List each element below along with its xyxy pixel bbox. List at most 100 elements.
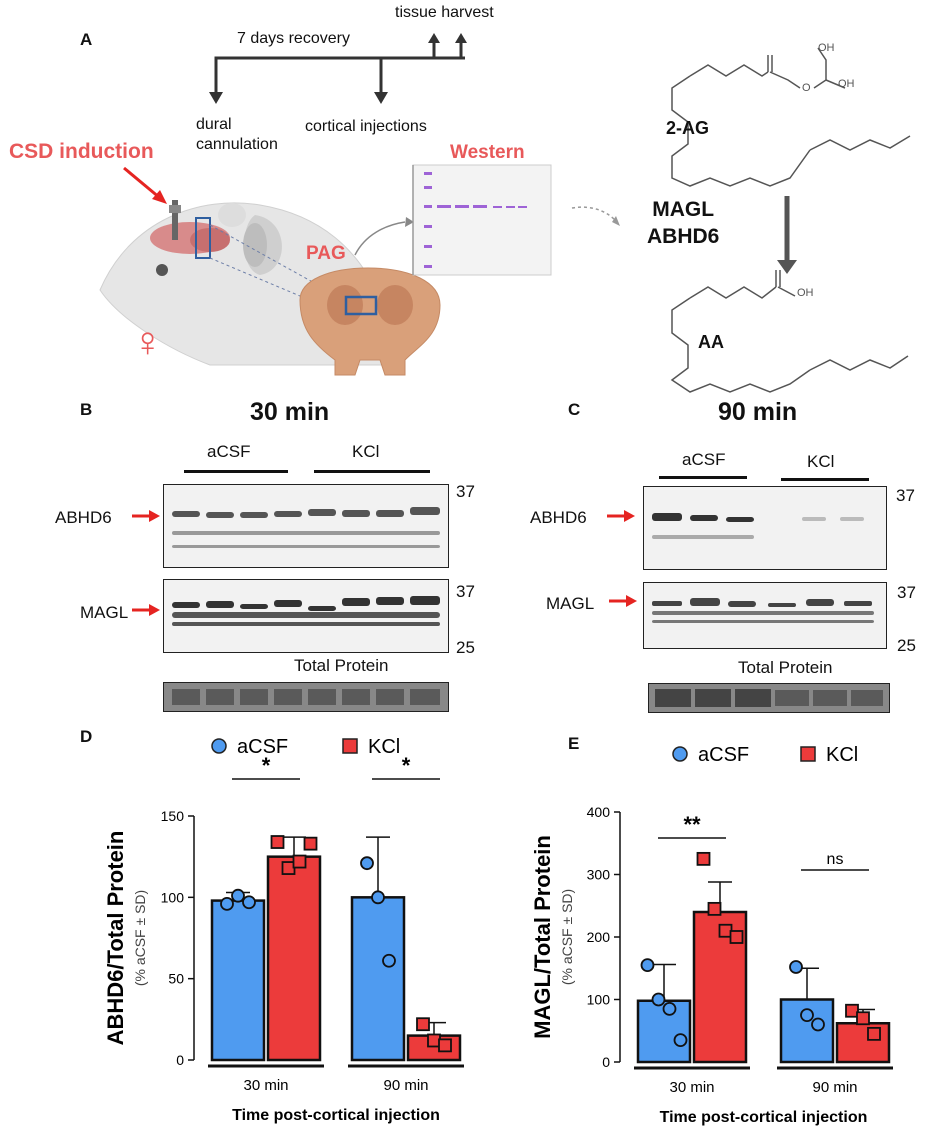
enzymes-label: MAGL ABHD6 [647, 198, 720, 248]
timeline [214, 40, 465, 97]
blot90-group-kcl: KCl [807, 452, 835, 471]
point-aCSF-0-1 [651, 992, 666, 1007]
point-KCl-0-3 [303, 836, 318, 851]
point-KCl-1-1 [856, 1011, 870, 1026]
x-tick-label-1: 90 min [383, 1077, 428, 1094]
y-axis-sublabel: (% aCSF ± SD) [559, 889, 575, 985]
significance-label-1: * [402, 753, 411, 778]
blot30-abhd6-membrane [163, 484, 449, 568]
legend-label-1: KCl [826, 744, 858, 766]
point-aCSF-1-0 [360, 856, 374, 871]
western-schematic [412, 164, 552, 276]
point-KCl-1-0 [416, 1017, 430, 1032]
x-tick-label-0: 30 min [669, 1079, 714, 1096]
point-aCSF-0-1 [231, 888, 245, 903]
blot30-total-protein-label: Total Protein [294, 656, 389, 675]
o-label: O [802, 82, 811, 94]
bar-aCSF-0 [210, 899, 266, 1062]
blot90-mw-37b: 37 [897, 583, 916, 602]
pag-label: PAG [306, 243, 346, 264]
point-KCl-1-2 [867, 1026, 881, 1041]
y-tick-label-2: 200 [587, 929, 611, 945]
legend-marker-1 [800, 746, 816, 762]
bar-aCSF-1 [350, 896, 406, 1062]
timeline-harvest: tissue harvest [395, 4, 494, 21]
x-tick-label-0: 30 min [243, 1077, 288, 1094]
panel-label-a: A [80, 30, 93, 49]
timeline-dural: dural cannulation [196, 116, 278, 153]
legend-marker-0 [211, 738, 227, 754]
blot30-magl-membrane [163, 579, 449, 653]
western-label: Western [450, 142, 525, 163]
blot30-mw-37a: 37 [456, 482, 475, 501]
blot30-abhd6-arrow [132, 510, 160, 522]
blot30-acsf-bar [184, 470, 288, 473]
y-axis-label: MAGL/Total Protein [530, 835, 555, 1039]
blot30-kcl-bar [314, 470, 430, 473]
blot90-group-acsf: aCSF [682, 450, 726, 469]
point-KCl-1-2 [438, 1038, 452, 1053]
bar-KCl-0 [266, 855, 322, 1062]
point-aCSF-1-2 [382, 953, 396, 968]
point-aCSF-1-1 [371, 890, 385, 905]
y-axis-sublabel: (% aCSF ± SD) [132, 890, 148, 986]
blot90-total-protein-label: Total Protein [738, 658, 833, 677]
blot30-group-acsf: aCSF [207, 442, 251, 461]
aa-structure [670, 270, 909, 393]
panel-label-b: B [80, 400, 93, 419]
bar-KCl-1 [835, 1022, 891, 1064]
legend-label-0: aCSF [237, 736, 288, 758]
point-KCl-1-0 [845, 1003, 859, 1018]
blot30-title: 30 min [250, 398, 330, 426]
blot90-magl-arrow [609, 595, 637, 607]
y-tick-label-1: 50 [168, 971, 184, 987]
blot90-magl-membrane [643, 582, 887, 649]
blot90-abhd6-membrane [643, 486, 887, 570]
blot90-title: 90 min [718, 398, 798, 426]
blot30-magl-label: MAGL [80, 603, 129, 622]
blot30-abhd6-label: ABHD6 [55, 508, 112, 527]
blot90-kcl-bar [781, 478, 869, 481]
2ag-structure [671, 47, 911, 187]
timeline-recovery: 7 days recovery [237, 30, 350, 47]
x-tick-label-1: 90 min [812, 1079, 857, 1096]
point-KCl-0-0 [696, 851, 711, 866]
blot90-magl-label: MAGL [546, 594, 595, 613]
point-aCSF-0-2 [662, 1001, 677, 1016]
oh-label-3: OH [797, 287, 814, 299]
significance-label-0: * [262, 753, 271, 778]
point-aCSF-1-1 [800, 1008, 814, 1023]
point-aCSF-1-2 [811, 1017, 825, 1032]
point-aCSF-0-0 [640, 958, 655, 973]
y-tick-label-3: 150 [161, 808, 185, 824]
point-aCSF-1-0 [789, 960, 803, 974]
point-aCSF-0-3 [673, 1033, 688, 1048]
y-tick-label-0: 0 [176, 1052, 184, 1068]
csd-arrowhead [152, 190, 167, 204]
panel-label-d: D [80, 727, 93, 746]
y-axis-label: ABHD6/Total Protein [103, 831, 128, 1046]
aa-label: AA [698, 332, 724, 352]
blot90-acsf-bar [659, 476, 747, 479]
blot90-abhd6-arrow [607, 510, 635, 522]
oh-label-1: OH [818, 42, 835, 54]
brain-slice-illustration [299, 267, 441, 376]
legend-label-0: aCSF [698, 744, 749, 766]
panel-label-e: E [568, 734, 580, 753]
oh-label-2: OH [838, 78, 855, 90]
panel-label-c: C [568, 400, 581, 419]
blot90-mw-25: 25 [897, 636, 916, 655]
blot30-mw-37b: 37 [456, 582, 475, 601]
schematic-a [99, 33, 911, 393]
blot90-abhd6-label: ABHD6 [530, 508, 587, 527]
point-KCl-0-1 [707, 901, 722, 916]
blot30-mw-25: 25 [456, 638, 475, 657]
blot90-mw-37a: 37 [896, 486, 915, 505]
female-symbol: ♀ [132, 318, 164, 365]
significance-label-1: ns [827, 851, 844, 868]
y-tick-label-0: 0 [602, 1054, 610, 1070]
timeline-cortical: cortical injections [305, 118, 427, 135]
point-KCl-0-2 [292, 854, 307, 869]
x-axis-label: Time post-cortical injection [660, 1109, 868, 1126]
